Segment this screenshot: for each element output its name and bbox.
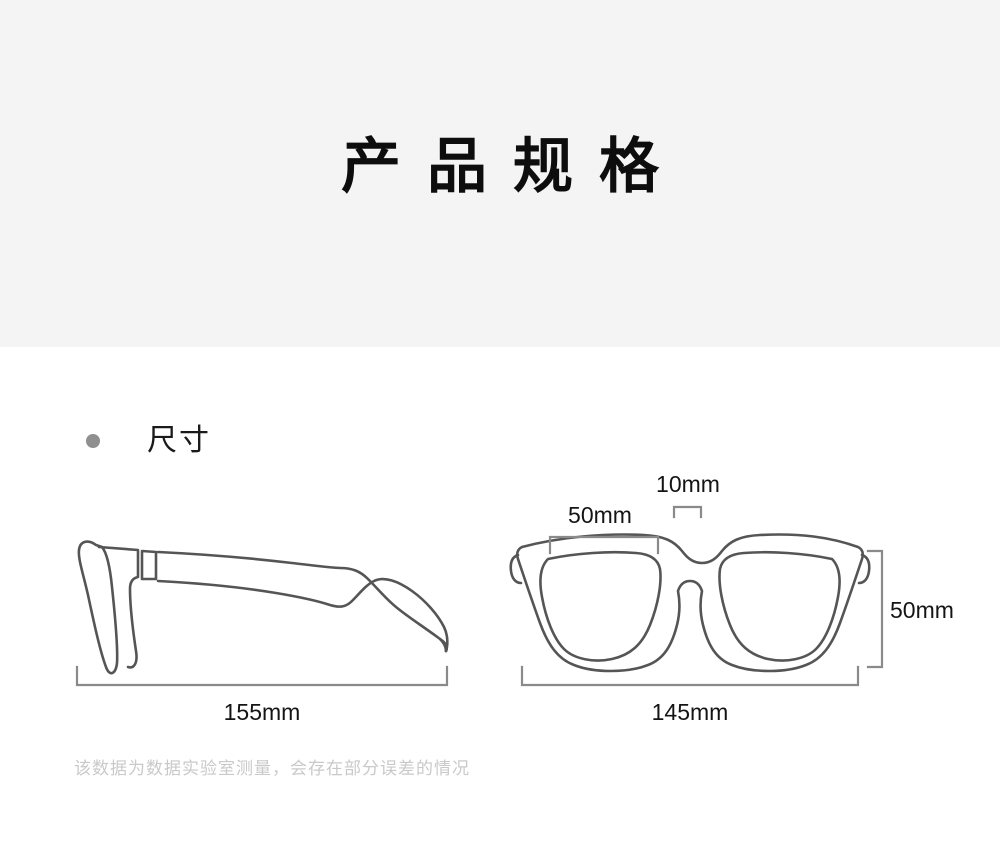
section-header-dimensions: 尺寸 [86, 424, 211, 458]
dimension-diagram-svg: 155mm 50mm 10mm 50mm [75, 471, 954, 725]
eyeglasses-front-view-drawing [509, 533, 871, 673]
dimension-label-lens-height: 50mm [890, 597, 954, 623]
dimension-bracket-lens-50mm [548, 535, 660, 555]
page-title: 产品规格 [341, 133, 685, 200]
disclaimer-text: 该数据为数据实验室测量，会存在部分误差的情况 [74, 759, 470, 778]
eyeglasses-side-profile-drawing [77, 540, 449, 675]
dimension-bracket-height-50mm [866, 549, 884, 669]
bullet-icon [86, 434, 100, 448]
dimension-label-lens-width: 50mm [568, 502, 632, 528]
dimension-bracket-bridge-10mm [672, 505, 703, 519]
dimension-bracket-155mm [75, 665, 449, 687]
dimension-label-total-width: 145mm [652, 699, 729, 725]
dimension-label-total-length: 155mm [224, 699, 301, 725]
header-band: 产品规格 [0, 0, 1000, 347]
dimension-label-bridge-width: 10mm [656, 471, 720, 497]
dimension-diagrams: 155mm 50mm 10mm 50mm [0, 455, 1000, 740]
section-title-label: 尺寸 [147, 424, 211, 457]
dimension-bracket-145mm [520, 665, 860, 687]
